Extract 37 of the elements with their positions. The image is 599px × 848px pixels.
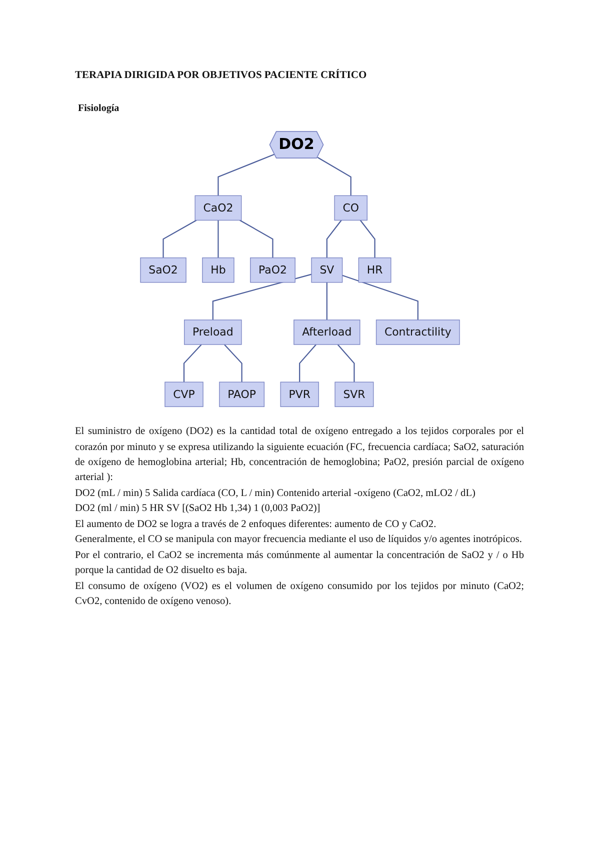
connector bbox=[342, 274, 418, 320]
connector bbox=[298, 344, 316, 382]
paragraph: Por el contrario, el CaO2 se incrementa más comúnmente al aumentar la concentración de SaO2 y / o Hb porque la cantidad de O2 disuelto es baja. bbox=[75, 548, 524, 578]
node-box: CO bbox=[334, 195, 367, 221]
node-box: SV bbox=[310, 257, 342, 283]
connector bbox=[336, 344, 354, 382]
node-box: Preload bbox=[184, 320, 242, 345]
paragraph: DO2 (ml / min) 5 HR SV [(SaO2 Hb 1,34) 1 (0,003 PaO2)] bbox=[75, 502, 322, 516]
node-box: PVR bbox=[280, 382, 318, 408]
node-box: Hb bbox=[202, 257, 234, 283]
connector bbox=[212, 274, 312, 320]
node-box: CVP bbox=[164, 382, 203, 408]
connector bbox=[316, 156, 351, 196]
node-box: Afterload bbox=[293, 320, 360, 345]
connector bbox=[223, 344, 242, 382]
node-box: Contractility bbox=[375, 320, 460, 345]
connector bbox=[217, 220, 218, 258]
page-title: TERAPIA DIRIGIDA POR OBJETIVOS PACIENTE CRÍTICO bbox=[75, 70, 368, 81]
connector bbox=[217, 154, 274, 196]
paragraph: El consumo de oxígeno (VO2) es el volumen de oxígeno consumido por los tejidos por minuto (CaO2; CvO2, contenido de oxígeno venoso). bbox=[75, 580, 524, 609]
connector bbox=[326, 220, 342, 258]
node-box: PAOP bbox=[218, 382, 264, 408]
node-box: HR bbox=[358, 257, 391, 283]
connector bbox=[359, 220, 375, 258]
paragraph: El suministro de oxígeno (DO2) es la cantidad total de oxígeno entregado a los tejidos corporales por el corazón por minuto y se expresa utilizando la siguiente ecuación (FC, frecuencia cardíaca; SaO2, saturación de oxígeno de hemoglobina arterial; Hb, concentración de hemoglobina; PaO2, presión parcial de oxígeno arterial ): bbox=[75, 425, 524, 486]
node-box: PaO2 bbox=[250, 257, 295, 283]
paragraph: Generalmente, el CO se manipula con mayor frecuencia mediante el uso de líquidos y/o agentes inotrópicos. bbox=[75, 533, 523, 548]
paragraph: DO2 (mL / min) 5 Salida cardíaca (CO, L / min) Contenido arterial -oxígeno (CaO2, mLO2 / dL) bbox=[75, 486, 476, 501]
node-box: SaO2 bbox=[140, 257, 186, 283]
connector bbox=[326, 282, 327, 320]
paragraph: El aumento de DO2 se logra a través de 2 enfoques diferentes: aumento de CO y CaO2. bbox=[75, 518, 438, 532]
node-box: CaO2 bbox=[194, 195, 242, 221]
section-heading: Fisiología bbox=[78, 103, 120, 114]
connector bbox=[182, 344, 202, 382]
connector bbox=[162, 220, 196, 258]
node-box: SVR bbox=[334, 382, 374, 408]
connector bbox=[239, 220, 273, 258]
